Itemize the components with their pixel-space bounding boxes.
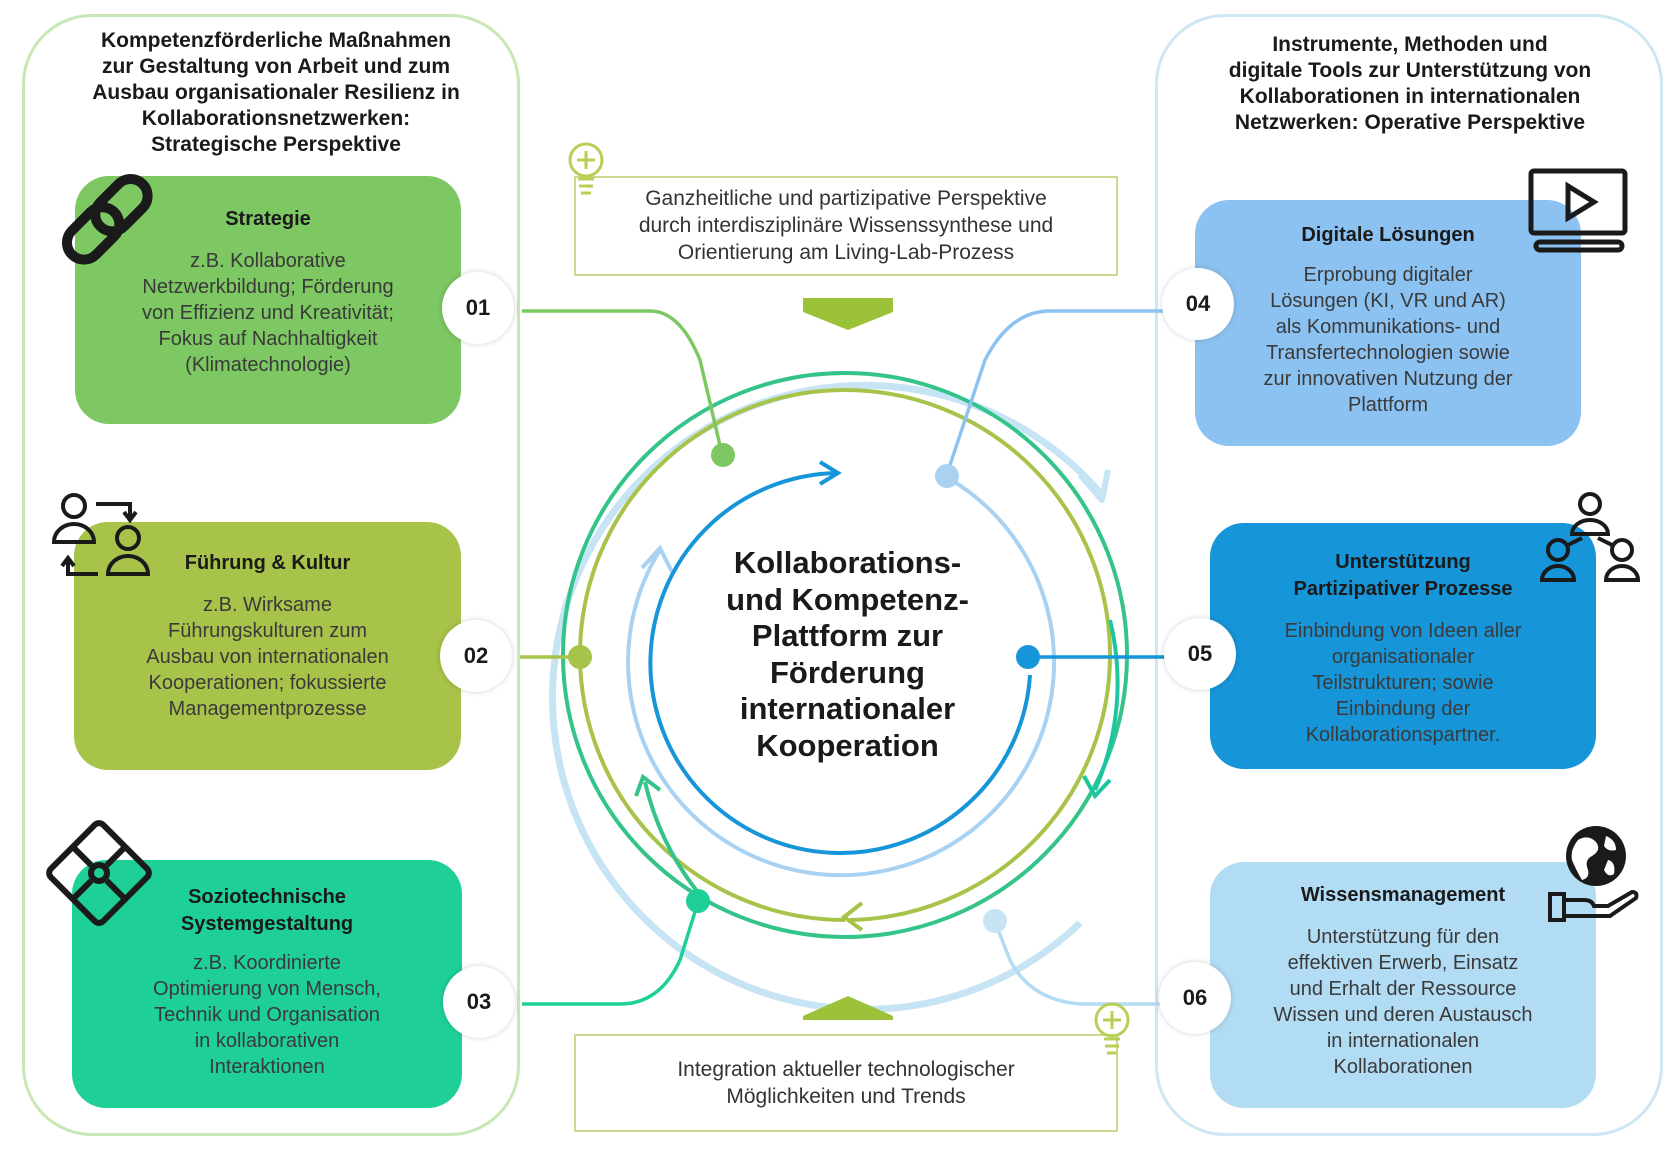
step-number-04: 04 <box>1162 268 1234 340</box>
card-wissensmanagement: Wissensmanagement Unterstützung für den … <box>1210 862 1596 1108</box>
outer-ring-arrowhead <box>1077 469 1111 503</box>
info-box-bottom: Integration aktueller technologischer Mö… <box>574 1034 1118 1132</box>
step-number-05: 05 <box>1164 618 1236 690</box>
chain-link-icon <box>61 173 153 265</box>
right-panel-frame <box>1155 14 1663 1136</box>
left-panel-title: Kompetenzförderliche Maßnahmen zur Gesta… <box>92 29 460 156</box>
olive-ring <box>578 388 1112 922</box>
step-number-06: 06 <box>1159 962 1231 1034</box>
puzzle-icon <box>46 820 152 926</box>
connector-03-dot <box>686 889 710 913</box>
step-number-02: 02 <box>440 620 512 692</box>
center-title: Kollaborations- und Kompetenz- Plattform… <box>726 545 969 763</box>
chevron-down-icon <box>803 298 893 330</box>
connector-05-dot <box>1016 645 1040 669</box>
people-exchange-icon <box>51 493 151 576</box>
step-number-01: 01 <box>442 272 514 344</box>
right-panel-title: Instrumente, Methoden und digitale Tools… <box>1228 33 1592 134</box>
card-text: Unterstützung für den effektiven Erwerb,… <box>1273 926 1533 1078</box>
card-text: Erprobung digitaler Lösungen (KI, VR und… <box>1263 264 1513 416</box>
inner-blue-arrowhead <box>818 460 842 486</box>
info-box-top: Ganzheitliche und partizipative Perspekt… <box>574 176 1118 276</box>
card-title: Digitale Lösungen <box>1301 224 1475 246</box>
card-title: Strategie <box>225 208 311 230</box>
card-title: Führung & Kultur <box>184 552 351 574</box>
green-ring <box>561 371 1129 939</box>
globe-hand-icon <box>1548 826 1639 922</box>
video-screen-icon <box>1528 168 1628 253</box>
inner-blue-ring <box>648 471 1032 855</box>
green-left-arc <box>643 781 702 897</box>
card-text: z.B. Wirksame Führungskulturen zum Ausba… <box>146 594 389 720</box>
olive-ring-lower <box>849 654 1112 922</box>
left-panel-frame <box>22 14 520 1136</box>
connector-03 <box>522 901 700 1006</box>
connector-01-dot <box>711 443 735 467</box>
card-fuehrung-kultur: Führung & Kultur z.B. Wirksame Führungsk… <box>74 522 461 770</box>
card-soziotechnische-systemgestaltung: Soziotechnische Systemgestaltung z.B. Ko… <box>72 860 462 1108</box>
lightbulb-icon <box>568 142 604 195</box>
card-text: z.B. Kollaborative Netzwerkbildung; Förd… <box>142 250 394 376</box>
olive-arrowhead <box>840 901 864 932</box>
card-text: z.B. Koordinierte Optimierung von Mensch… <box>153 952 381 1078</box>
card-partizipative-prozesse: Unterstützung Partizipativer Prozesse Ei… <box>1210 523 1596 769</box>
connector-06 <box>993 921 1168 1006</box>
card-title: Wissensmanagement <box>1300 884 1506 906</box>
connector-02-dot <box>568 645 592 669</box>
teal-arc <box>1093 619 1120 791</box>
light-blue-arrowhead <box>640 544 674 573</box>
lightbulb-icon <box>1094 1002 1130 1055</box>
card-digitale-loesungen: Digitale Lösungen Erprobung digitaler Lö… <box>1195 200 1581 446</box>
card-text: Einbindung von Ideen aller organisationa… <box>1284 620 1522 746</box>
light-blue-ring <box>626 476 1056 878</box>
chevron-up-icon <box>803 996 893 1020</box>
step-number-03: 03 <box>443 966 515 1038</box>
card-title: Unterstützung Partizipativer Prozesse <box>1293 551 1513 600</box>
connector-04-dot <box>935 464 959 488</box>
green-left-arrowhead <box>634 773 662 797</box>
card-title: Soziotechnische Systemgestaltung <box>180 886 354 935</box>
connector-01 <box>522 309 724 455</box>
teal-arrowhead <box>1082 775 1112 800</box>
team-network-icon <box>1539 492 1641 582</box>
connector-04 <box>945 309 1168 475</box>
connector-06-dot <box>983 909 1007 933</box>
